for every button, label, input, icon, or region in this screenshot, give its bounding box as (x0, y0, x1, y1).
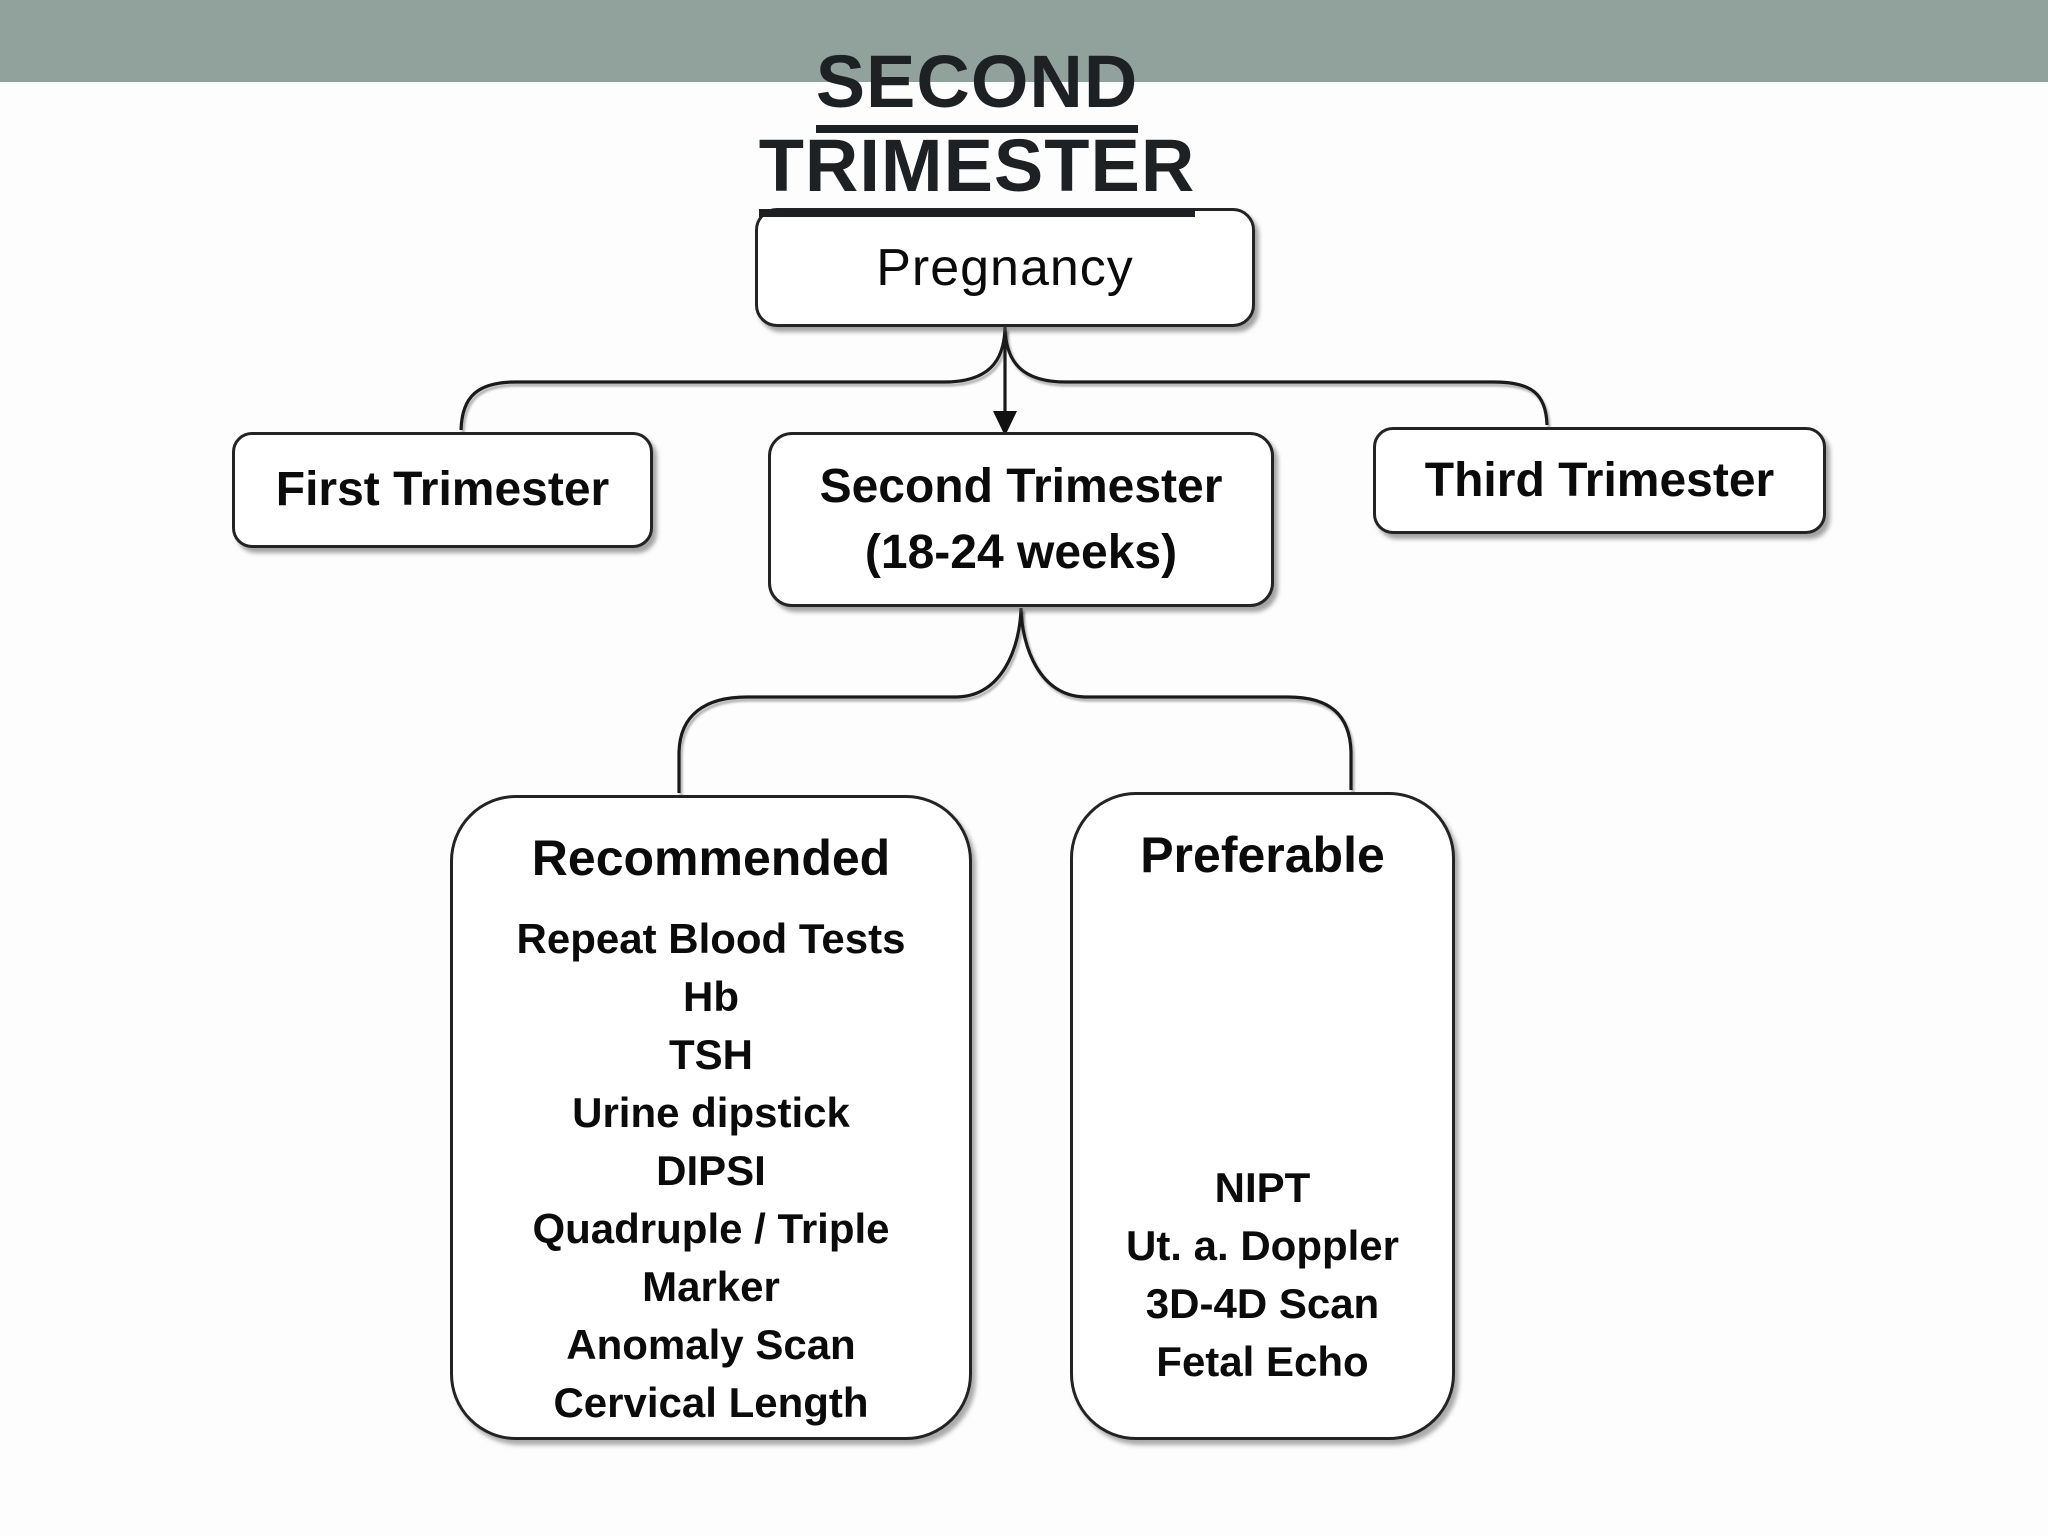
node-third-trimester: Third Trimester (1373, 427, 1826, 534)
node-pregnancy-label: Pregnancy (876, 238, 1134, 297)
connector-pregnancy-to-first (459, 327, 1007, 431)
list-item: Cervical Length (553, 1379, 869, 1426)
list-item: Urine dipstick (572, 1089, 850, 1136)
node-first-trimester: First Trimester (232, 432, 653, 548)
title-line-1: SECOND (815, 40, 1139, 133)
list-item: Quadruple / Triple Marker (532, 1205, 890, 1310)
list-item: DIPSI (656, 1147, 766, 1194)
list-item: Anomaly Scan (566, 1321, 856, 1368)
arrowhead-icon (993, 411, 1017, 436)
slide-title: SECOND TRIMESTER (477, 40, 1477, 217)
node-first-trimester-label: First Trimester (275, 463, 610, 516)
connector-pregnancy-to-third (1003, 327, 1549, 426)
list-item: Ut. a. Doppler (1125, 1222, 1400, 1269)
list-item: TSH (669, 1031, 753, 1078)
node-second-trimester: Second Trimester (18-24 weeks) (768, 432, 1274, 607)
connector-second-to-preferable (1019, 607, 1353, 790)
recommended-title: Recommended (531, 830, 891, 886)
top-banner (0, 0, 2048, 82)
node-pregnancy: Pregnancy (755, 208, 1255, 327)
connector-second-to-recommended (677, 607, 1023, 793)
list-item: Hb (683, 973, 739, 1020)
list-item: Fetal Echo (1156, 1338, 1369, 1385)
preferable-title: Preferable (1140, 827, 1385, 883)
list-item: 3D-4D Scan (1145, 1280, 1380, 1327)
title-row-2: TRIMESTER (477, 124, 1477, 217)
title-line-2: TRIMESTER (758, 124, 1196, 217)
list-item: Repeat Blood Tests (516, 915, 906, 962)
list-item: NIPT (1214, 1164, 1311, 1211)
node-third-trimester-label: Third Trimester (1424, 453, 1775, 507)
node-second-trimester-label-line1: Second Trimester (819, 459, 1223, 513)
title-row-1: SECOND (477, 40, 1477, 133)
node-second-trimester-label-line2: (18-24 weeks) (864, 525, 1178, 579)
